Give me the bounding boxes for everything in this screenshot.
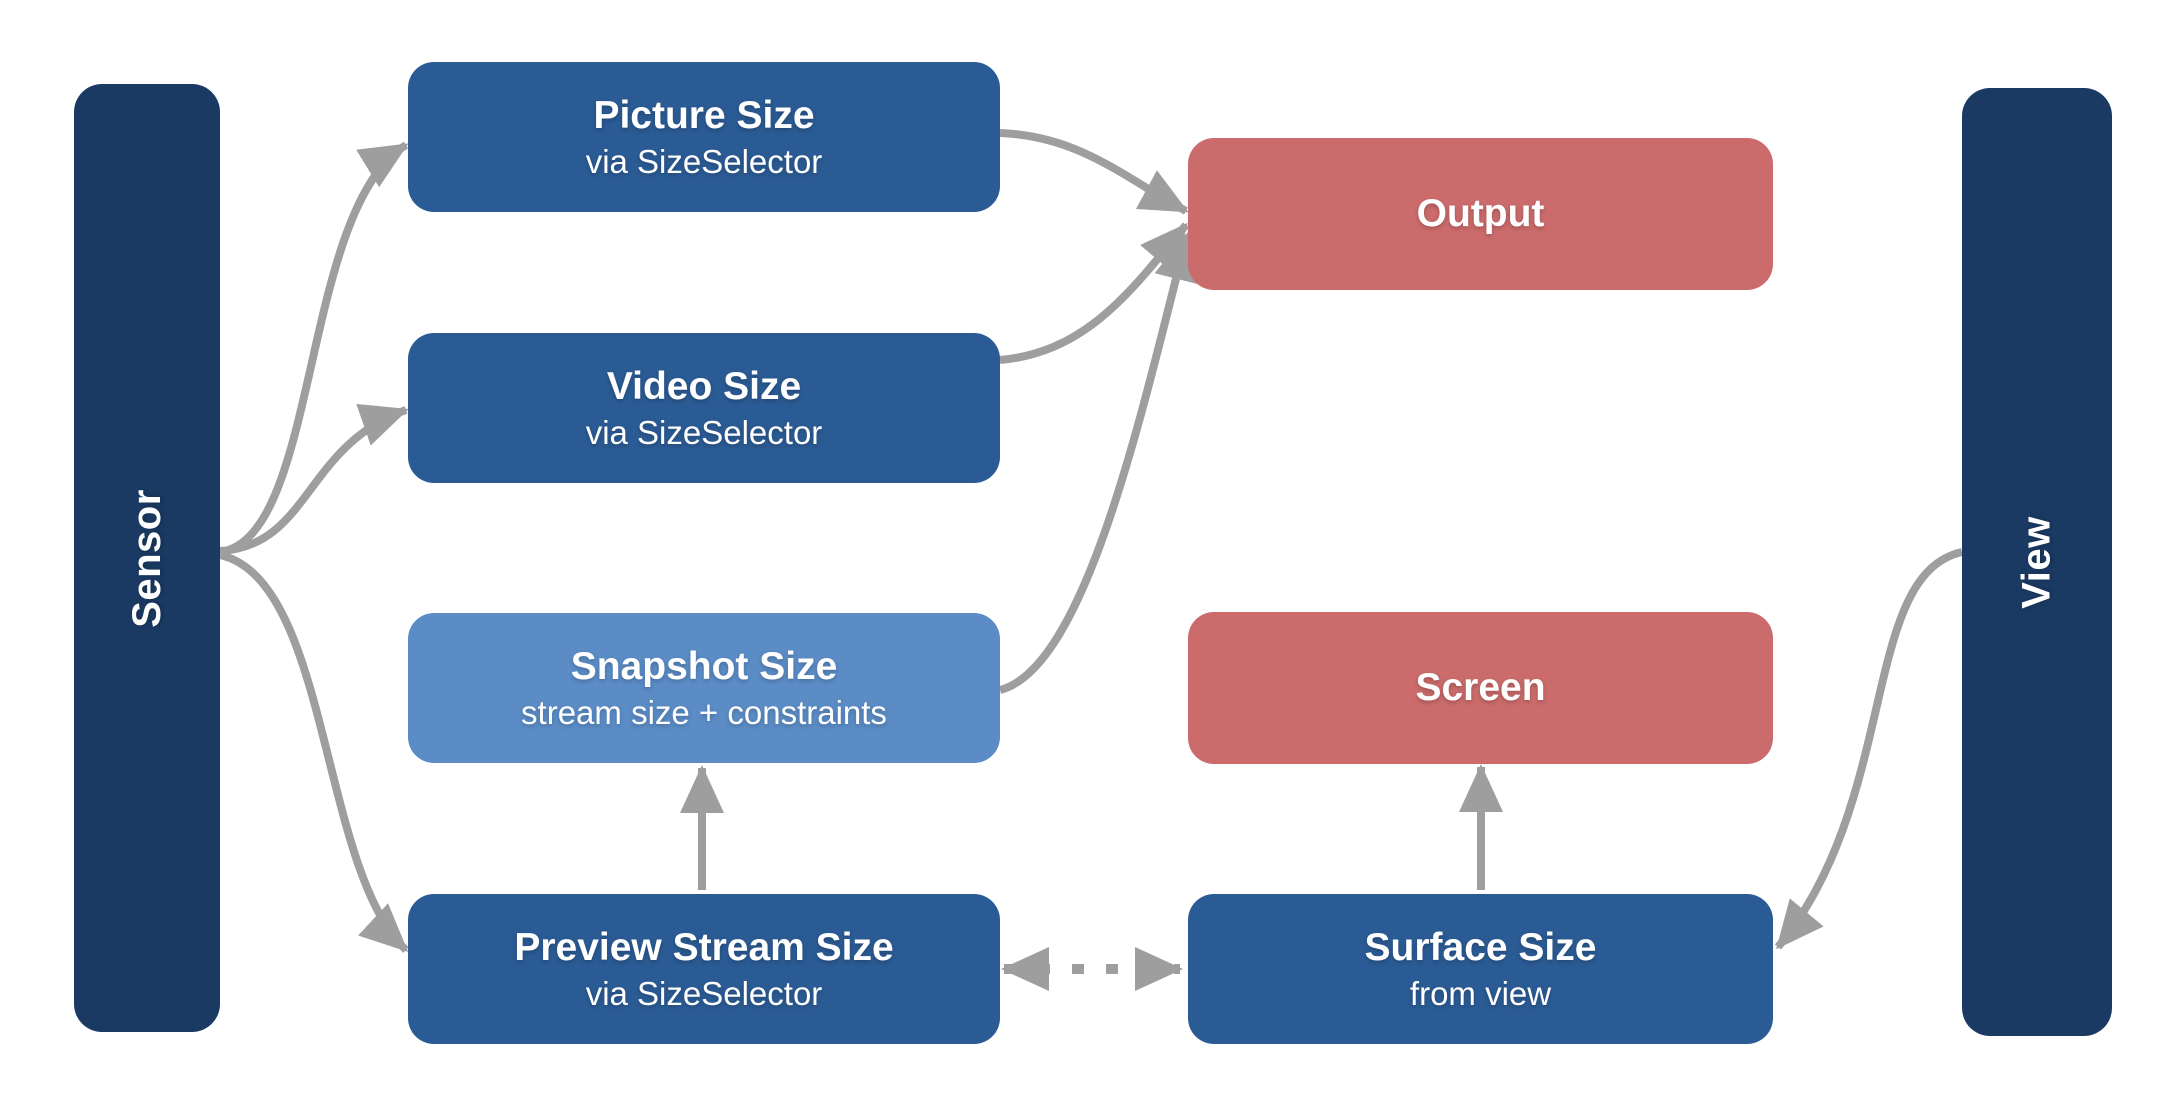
sensor-rail: Sensor bbox=[74, 84, 220, 1032]
edge-video-size-to-output bbox=[999, 222, 1190, 364]
node-video-size: Video Size via SizeSelector bbox=[408, 333, 1000, 483]
edge-sensor-to-picture-size bbox=[219, 141, 409, 556]
sensor-rail-label: Sensor bbox=[124, 488, 169, 628]
node-picture-size: Picture Size via SizeSelector bbox=[408, 62, 1000, 212]
view-rail-label: View bbox=[2014, 515, 2059, 609]
node-subtitle: from view bbox=[1409, 974, 1552, 1012]
node-title: Surface Size bbox=[1364, 925, 1597, 969]
node-title: Screen bbox=[1415, 665, 1546, 709]
node-title: Preview Stream Size bbox=[514, 925, 894, 969]
edge-picture-size-to-output bbox=[999, 129, 1189, 215]
node-snapshot-size: Snapshot Size stream size + constraints bbox=[408, 613, 1000, 763]
view-rail: View bbox=[1962, 88, 2112, 1036]
node-surface-size: Surface Size from view bbox=[1188, 894, 1773, 1044]
edge-sensor-to-preview-stream-size bbox=[219, 551, 409, 953]
node-subtitle: via SizeSelector bbox=[585, 413, 823, 451]
node-preview-stream-size: Preview Stream Size via SizeSelector bbox=[408, 894, 1000, 1044]
edge-view-to-surface-size bbox=[1774, 548, 1963, 950]
edge-snapshot-size-to-output bbox=[998, 232, 1198, 694]
node-subtitle: stream size + constraints bbox=[521, 693, 887, 731]
node-screen: Screen bbox=[1188, 612, 1773, 764]
node-title: Video Size bbox=[606, 364, 802, 408]
node-title: Picture Size bbox=[593, 93, 815, 137]
node-subtitle: via SizeSelector bbox=[585, 974, 823, 1012]
node-output: Output bbox=[1188, 138, 1773, 290]
node-title: Snapshot Size bbox=[570, 644, 838, 688]
node-title: Output bbox=[1416, 191, 1545, 235]
node-subtitle: via SizeSelector bbox=[585, 142, 823, 180]
edge-sensor-to-video-size bbox=[219, 403, 409, 555]
